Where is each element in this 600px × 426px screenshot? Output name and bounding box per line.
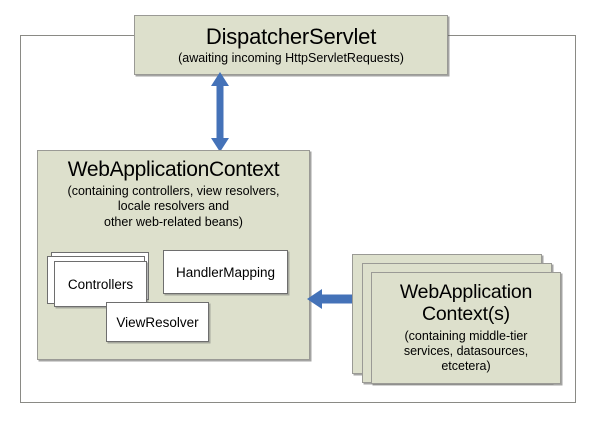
web-application-context-subtitle-line-3: other web-related beans) xyxy=(104,214,243,229)
root-application-context-title: WebApplication Context(s) xyxy=(399,281,533,326)
web-application-context-subtitle-line-2: locale resolvers and xyxy=(117,199,230,214)
controllers-label: Controllers xyxy=(67,276,134,292)
root-application-context-title-line-2: Context(s) xyxy=(422,303,510,325)
web-application-context-subtitle-line-1: (containing controllers, view resolvers, xyxy=(67,184,280,199)
double-arrow-vertical-icon xyxy=(205,72,235,152)
root-application-context-title-line-1: WebApplication xyxy=(399,281,533,304)
root-application-context-subtitle-line-1: (containing middle-tier xyxy=(404,328,528,343)
root-application-context-box: WebApplication Context(s) (containing mi… xyxy=(371,272,561,384)
root-application-context-subtitle-line-3: etcetera) xyxy=(441,358,491,373)
root-application-context-subtitle: (containing middle-tier services, dataso… xyxy=(404,329,528,374)
double-arrow-horizontal-icon xyxy=(307,283,377,315)
handler-mapping-label: HandlerMapping xyxy=(175,264,276,280)
handler-mapping-box: HandlerMapping xyxy=(163,250,288,294)
web-application-context-subtitle: (containing controllers, view resolvers,… xyxy=(68,184,280,230)
view-resolver-label: ViewResolver xyxy=(116,314,199,330)
dispatcher-servlet-subtitle: (awaiting incoming HttpServletRequests) xyxy=(178,50,404,65)
web-application-context-title: WebApplicationContext xyxy=(67,158,280,181)
root-application-context-subtitle-line-2: services, datasources, xyxy=(403,343,529,358)
dispatcher-servlet-box: DispatcherServlet (awaiting incoming Htt… xyxy=(134,15,448,75)
controllers-box: Controllers xyxy=(54,261,147,307)
dispatcher-servlet-title: DispatcherServlet xyxy=(205,24,377,50)
view-resolver-box: ViewResolver xyxy=(106,302,209,342)
